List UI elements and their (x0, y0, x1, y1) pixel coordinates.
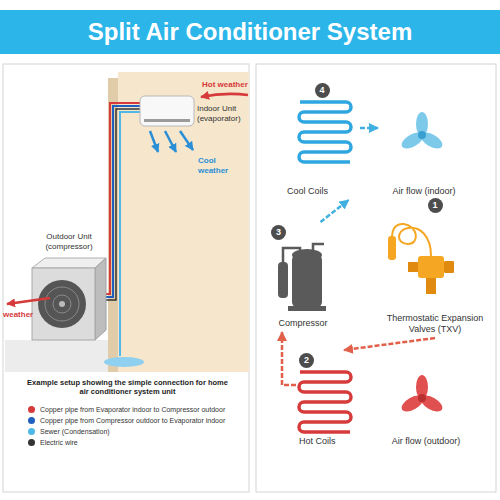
left-panel (3, 64, 249, 492)
part-label: Outdoor Unit (compressor) (30, 232, 108, 251)
red-pipe (104, 103, 140, 294)
legend-swatch (28, 439, 35, 446)
grille-ring (45, 287, 79, 321)
legend-row: Copper pipe from Evaporator indoor to Co… (28, 404, 225, 415)
title-bar (0, 10, 500, 54)
callout-number: 4 (315, 83, 330, 98)
flow-arrow (282, 332, 296, 385)
component-node: Air flow (indoor) (378, 100, 470, 200)
flow-arrow (321, 200, 349, 222)
outdoor-unit (32, 268, 95, 340)
hot-air-arrow (7, 298, 50, 304)
caption-text: Example setup showing the simple connect… (25, 378, 230, 397)
component-label: Cool Coils (287, 186, 328, 197)
weather-label: Hot weather (202, 80, 248, 90)
accumulator (278, 262, 288, 298)
condensation-puddle (104, 357, 144, 367)
fan-hub (59, 301, 65, 307)
txv-symbol (388, 224, 454, 294)
capillary-tube (392, 224, 431, 256)
valve-inlet (426, 278, 436, 294)
fan-hub (418, 394, 426, 402)
compressor-base (288, 306, 326, 311)
fan-blade (418, 392, 445, 414)
indoor-unit (140, 96, 194, 126)
legend-row: Sewer (Condensation) (28, 426, 225, 437)
callout-number: 1 (428, 198, 443, 213)
callout-number: 2 (299, 353, 314, 368)
callout-number: 3 (271, 225, 286, 240)
blue-pipe (104, 106, 140, 297)
drain-pipe (120, 112, 140, 356)
legend-text: Copper pipe from Compressor outdoor to E… (40, 417, 225, 424)
grille-ring (53, 295, 71, 313)
electric-wire (104, 109, 140, 300)
fan-blade (399, 392, 426, 414)
outdoor-unit-side (95, 258, 106, 340)
component-label: Hot Coils (299, 436, 336, 447)
cool-air-arrow (150, 131, 158, 152)
weather-label: weather (3, 310, 43, 320)
cool-air-arrow (180, 131, 193, 150)
legend-swatch (28, 406, 35, 413)
part-label: Indoor Unit (evaporator) (197, 104, 249, 123)
diagram-title: Split Air Conditioner System (0, 10, 500, 54)
legend-row: Copper pipe from Compressor outdoor to E… (28, 415, 225, 426)
sensing-bulb (388, 236, 396, 260)
component-node: Air flow (outdoor) (376, 360, 476, 450)
indoor-louvre (144, 119, 190, 122)
outdoor-fan-grille (38, 280, 86, 328)
legend: Copper pipe from Evaporator indoor to Co… (28, 404, 225, 448)
legend-swatch (28, 417, 35, 424)
ground (5, 340, 118, 372)
compressor-body (292, 254, 322, 308)
hot-coil (299, 372, 351, 432)
component-node: 3Compressor (268, 222, 338, 332)
fan-blade (399, 129, 426, 151)
component-label: Air flow (outdoor) (392, 436, 461, 447)
compressor-symbol (278, 244, 326, 311)
component-node: 4Cool Coils (284, 80, 360, 200)
cool-coil (299, 102, 351, 162)
component-label: Air flow (indoor) (392, 186, 455, 197)
outdoor-unit-top (32, 258, 106, 268)
cool-air-arrow (165, 131, 176, 152)
legend-text: Electric wire (40, 439, 78, 446)
legend-row: Electric wire (28, 437, 225, 448)
indoor-fan (399, 112, 445, 152)
legend-text: Copper pipe from Evaporator indoor to Co… (40, 406, 225, 413)
component-label: Thermostatic Expansion Valves (TXV) (381, 313, 489, 335)
valve-nut (444, 261, 454, 273)
fan-blade (418, 129, 445, 151)
flow-arrow (360, 127, 378, 130)
component-node: 2Hot Coils (296, 350, 360, 450)
compressor-dome (292, 249, 322, 261)
valve-body (418, 256, 444, 278)
component-label: Compressor (278, 318, 327, 329)
discharge-pipe (313, 244, 324, 250)
wall-face (118, 72, 249, 372)
legend-swatch (28, 428, 35, 435)
fan-hub (418, 131, 426, 139)
outdoor-fan (399, 375, 445, 415)
legend-text: Sewer (Condensation) (40, 428, 110, 435)
flow-arrow (344, 338, 435, 350)
suction-pipe (283, 248, 300, 262)
right-panel (256, 64, 496, 492)
weather-label: Cool weather (198, 156, 248, 175)
valve-outlet (408, 262, 418, 272)
hot-air-arrow (201, 94, 248, 97)
component-node: 1Thermostatic Expansion Valves (TXV) (378, 195, 492, 338)
